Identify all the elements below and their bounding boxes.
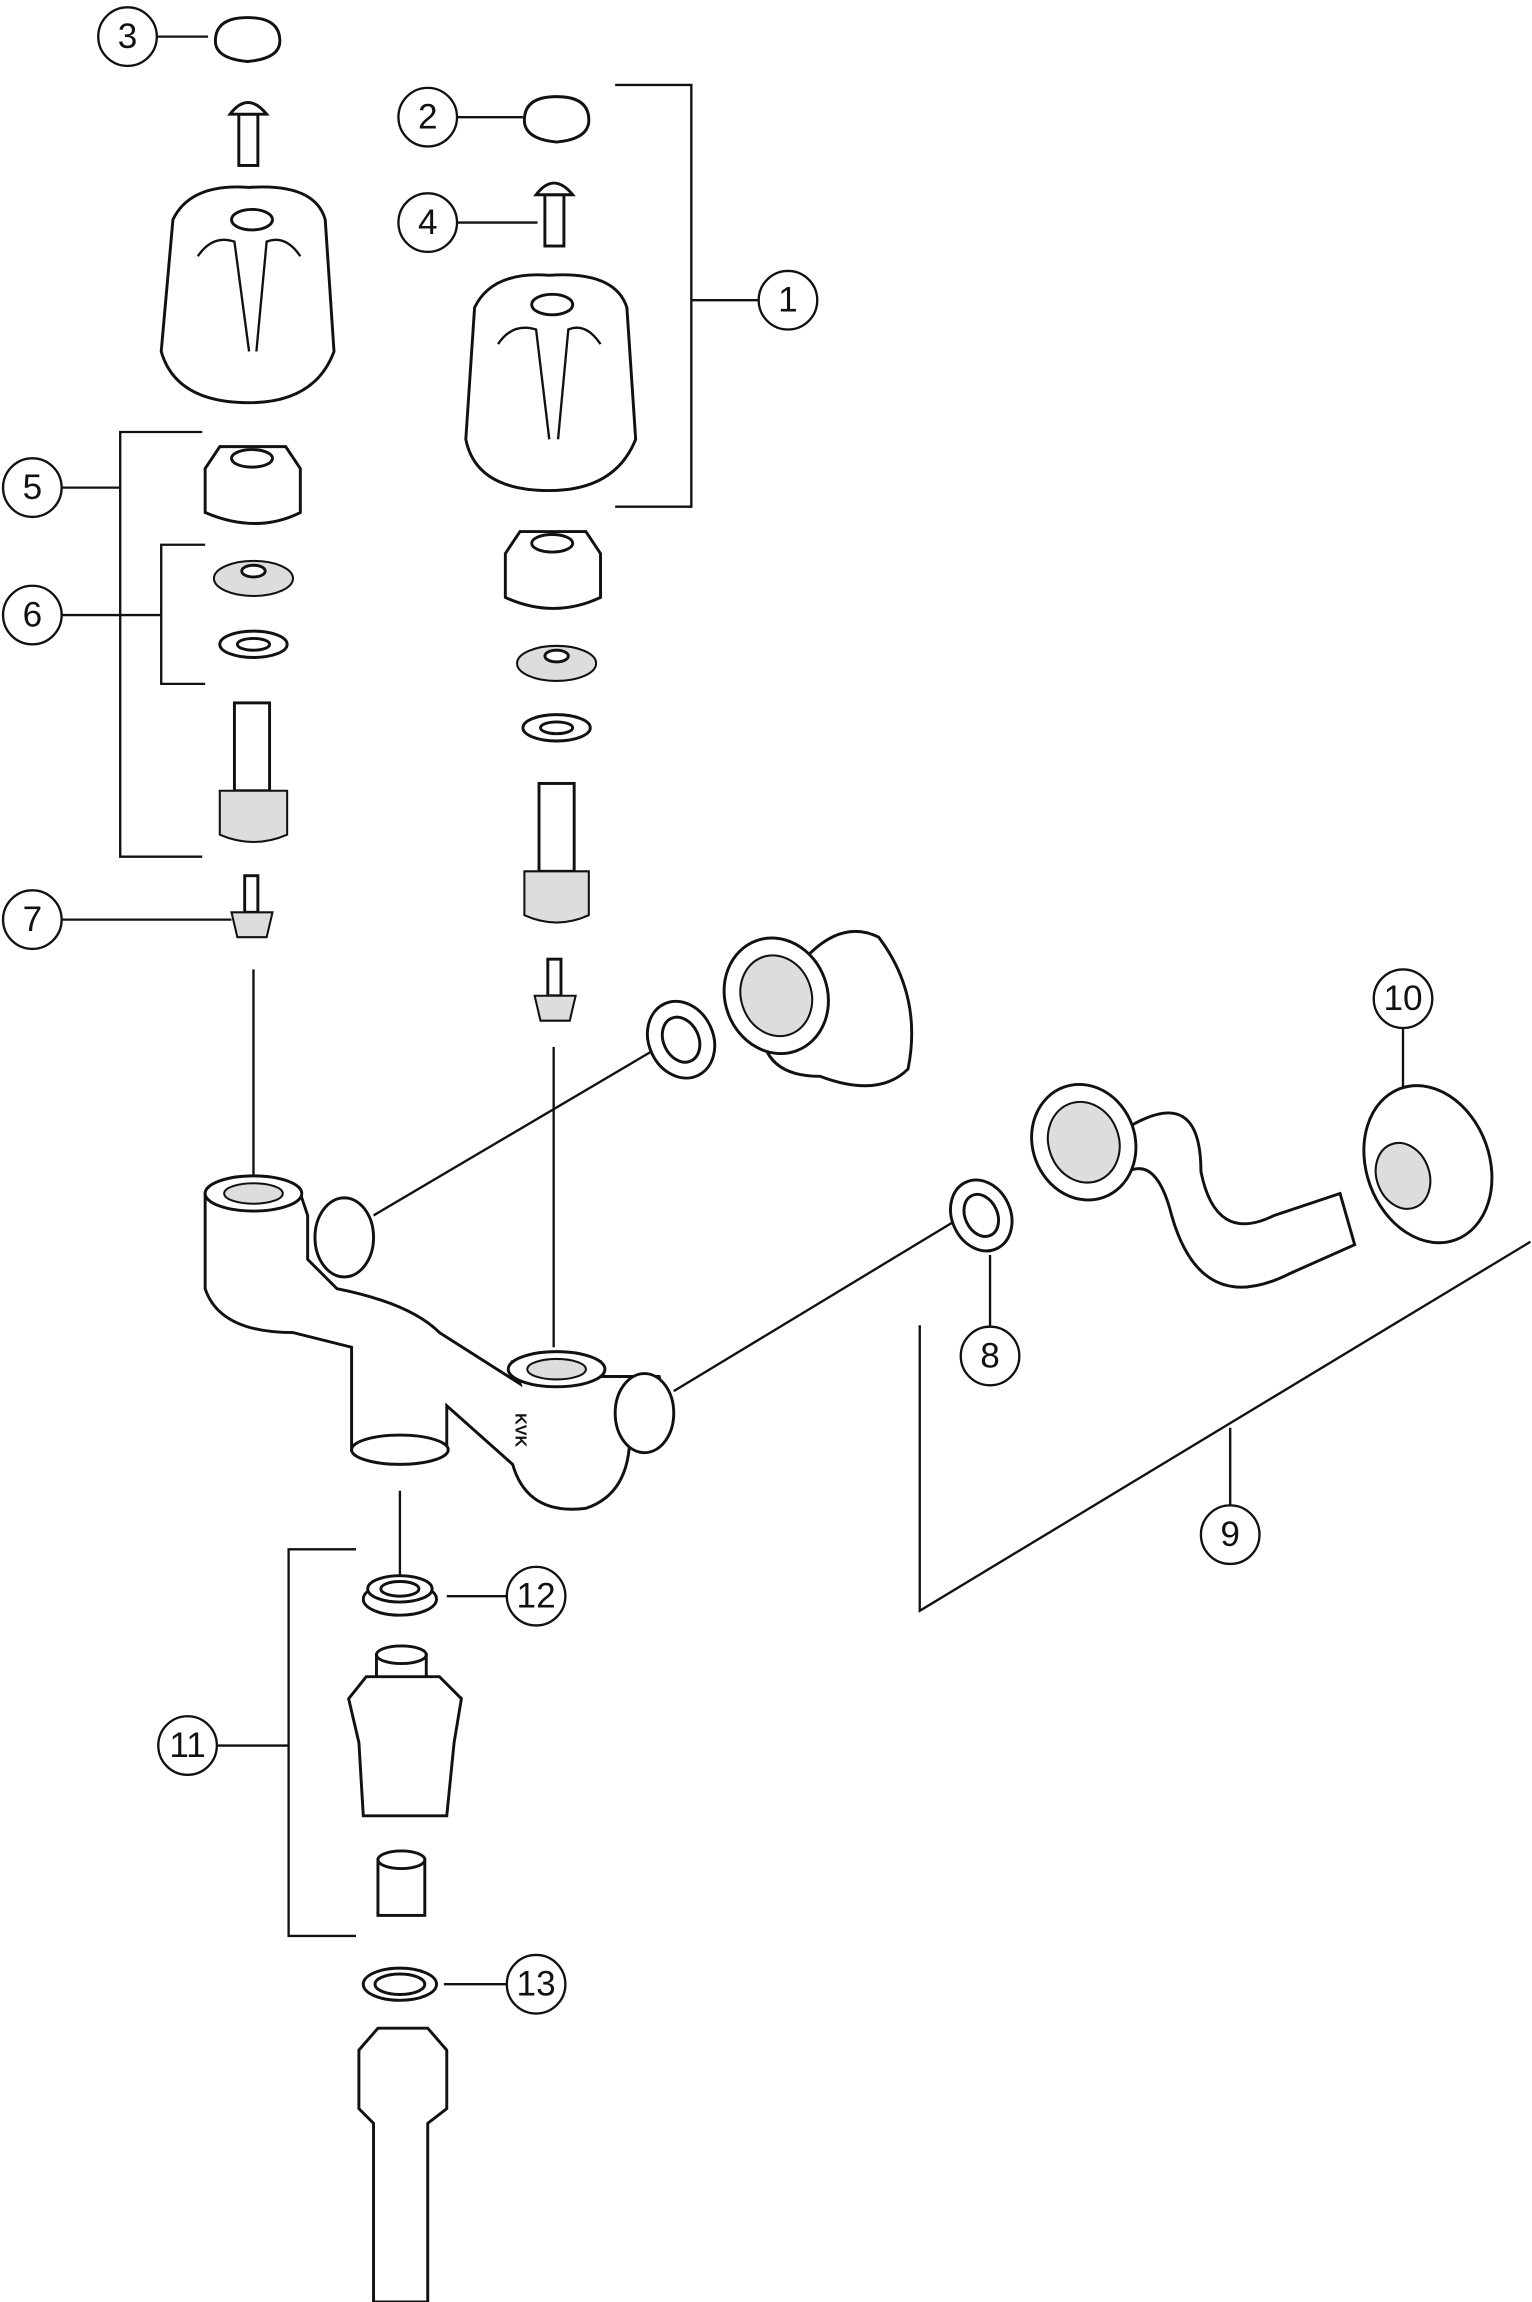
callout-9: 9 <box>1199 1504 1261 1566</box>
right-washer-2 <box>521 713 592 743</box>
svg-text:10: 10 <box>1383 979 1422 1018</box>
supply-hose <box>357 2026 449 2302</box>
left-cap <box>213 16 282 63</box>
callout-4: 4 <box>397 192 459 254</box>
gasket-lower <box>949 1178 1014 1253</box>
bushing <box>376 1849 427 1917</box>
callout-5: 5 <box>1 457 63 519</box>
right-nut <box>503 530 602 610</box>
callout-2: 2 <box>397 86 459 148</box>
right-cap <box>522 95 591 144</box>
callout-8: 8 <box>959 1325 1021 1387</box>
right-valve <box>533 957 577 1022</box>
right-washer-1 <box>516 644 598 682</box>
callout-13: 13 <box>505 1953 567 2015</box>
svg-text:1: 1 <box>778 281 798 320</box>
elbow-fitting <box>722 929 914 1088</box>
body-logo: KVK <box>512 1413 530 1447</box>
right-spindle <box>523 781 590 924</box>
left-valve <box>230 874 274 939</box>
left-spindle <box>218 701 289 843</box>
callout-6: 6 <box>1 584 63 646</box>
leader-lines <box>61 35 1532 1986</box>
callout-11: 11 <box>157 1715 219 1776</box>
svg-text:3: 3 <box>118 17 138 56</box>
callout-1: 1 <box>757 269 819 331</box>
callout-7: 7 <box>1 889 63 951</box>
svg-text:13: 13 <box>517 1965 556 2004</box>
callout-10: 10 <box>1372 968 1434 1030</box>
svg-text:5: 5 <box>23 468 43 507</box>
left-handle <box>159 185 336 405</box>
left-nut <box>203 445 302 525</box>
packing-ring-12 <box>361 1574 438 1617</box>
svg-text:8: 8 <box>980 1337 1000 1376</box>
gasket-upper <box>645 999 717 1080</box>
s-pipe-union <box>1030 1082 1357 1289</box>
callout-12: 12 <box>505 1565 567 1627</box>
adapter-fitting <box>347 1644 463 1818</box>
washer-13 <box>361 1966 438 2002</box>
callout-3: 3 <box>97 6 158 68</box>
svg-text:4: 4 <box>418 203 438 242</box>
left-washer-2 <box>218 629 289 659</box>
right-handle <box>464 273 638 493</box>
svg-text:6: 6 <box>23 596 43 635</box>
svg-text:12: 12 <box>517 1577 556 1616</box>
svg-text:2: 2 <box>418 98 438 137</box>
faucet-body: KVK <box>203 1174 676 1511</box>
wall-flange <box>1362 1084 1494 1245</box>
svg-text:9: 9 <box>1220 1515 1240 1554</box>
left-washer-1 <box>212 559 295 598</box>
svg-text:7: 7 <box>23 900 43 939</box>
right-screw <box>533 181 576 248</box>
svg-text:11: 11 <box>169 1726 205 1765</box>
left-screw <box>227 101 270 167</box>
